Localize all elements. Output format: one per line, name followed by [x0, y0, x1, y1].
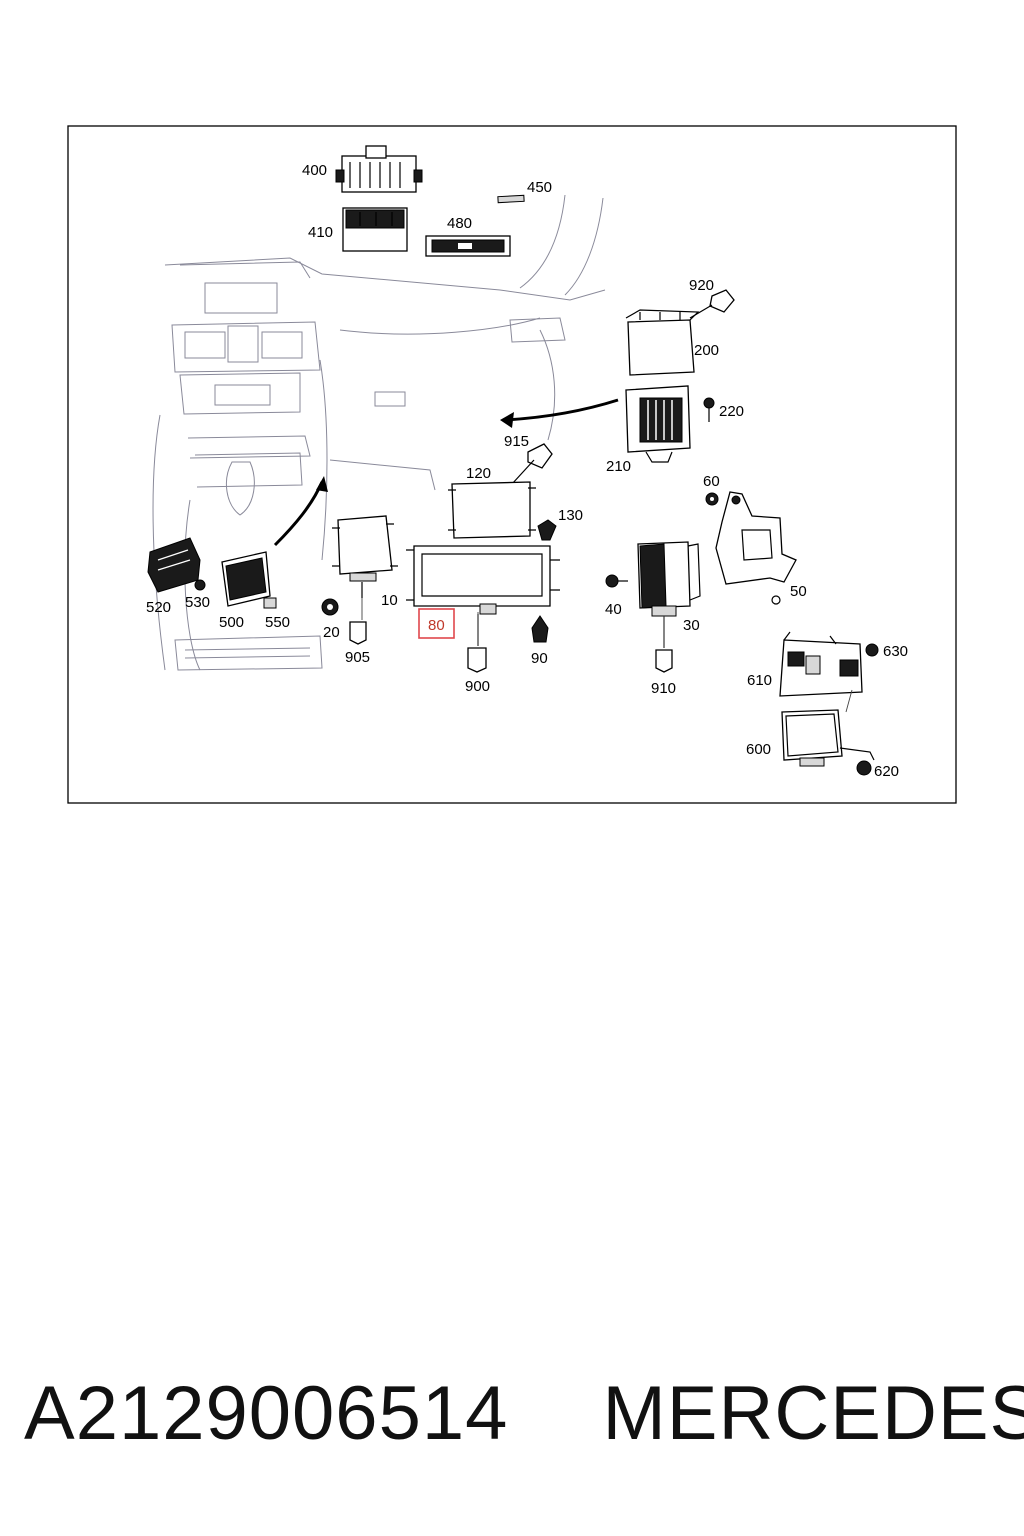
callout-210: 210: [606, 458, 631, 475]
part-90: [531, 615, 549, 643]
part-600: [781, 709, 875, 767]
callout-400: 400: [302, 162, 327, 179]
callout-10: 10: [381, 592, 398, 609]
part-80: [406, 545, 560, 646]
callout-500: 500: [219, 614, 244, 631]
part-410: [342, 207, 408, 252]
callout-220: 220: [719, 403, 744, 420]
callout-520: 520: [146, 599, 171, 616]
callout-915: 915: [504, 433, 529, 450]
flow-arrow-right: [504, 398, 619, 422]
part-610: [779, 631, 863, 697]
part-210: [625, 385, 691, 463]
part-920: [689, 289, 735, 319]
callout-40: 40: [605, 601, 622, 618]
callout-80: 80: [428, 617, 445, 634]
callout-200: 200: [694, 342, 719, 359]
part-630: [865, 643, 879, 657]
callout-480: 480: [447, 215, 472, 232]
callout-60: 60: [703, 473, 720, 490]
part-550: [263, 597, 277, 609]
callout-920: 920: [689, 277, 714, 294]
callout-630: 630: [883, 643, 908, 660]
part-450: [497, 194, 525, 204]
callout-120: 120: [466, 465, 491, 482]
callout-530: 530: [185, 594, 210, 611]
part-number: A2129006514: [24, 1371, 509, 1456]
callout-550: 550: [265, 614, 290, 631]
callout-90: 90: [531, 650, 548, 667]
part-500: [221, 551, 271, 607]
callout-600: 600: [746, 741, 771, 758]
part-50: [715, 491, 797, 605]
callout-30: 30: [683, 617, 700, 634]
callout-450: 450: [527, 179, 552, 196]
callout-900: 900: [465, 678, 490, 695]
callout-130: 130: [558, 507, 583, 524]
part-60: [705, 492, 719, 506]
part-530: [194, 579, 206, 591]
arrowhead-left: [500, 412, 514, 428]
arrowhead-up: [316, 476, 328, 492]
leader-lines: [361, 598, 853, 713]
part-120: [448, 481, 536, 539]
part-915: [511, 443, 553, 485]
diagram-border: [67, 125, 957, 804]
part-10: [332, 515, 398, 598]
part-905: [349, 621, 367, 645]
callout-610: 610: [747, 672, 772, 689]
part-number-caption: A2129006514 MERCEDES: [24, 1370, 1024, 1457]
callout-410: 410: [308, 224, 333, 241]
callout-50: 50: [790, 583, 807, 600]
part-520: [147, 537, 201, 593]
dashboard-outline: [152, 194, 606, 671]
part-200: [625, 309, 700, 376]
callout-910: 910: [651, 680, 676, 697]
brand-name: MERCEDES: [602, 1371, 1024, 1456]
highlight-box: [418, 608, 455, 639]
callout-620: 620: [874, 763, 899, 780]
part-900: [467, 647, 487, 673]
callout-20: 20: [323, 624, 340, 641]
callout-905: 905: [345, 649, 370, 666]
part-400: [335, 145, 423, 193]
part-910: [655, 649, 673, 673]
part-480: [425, 235, 511, 257]
part-40: [605, 574, 628, 588]
part-620: [856, 760, 872, 776]
part-130: [537, 519, 557, 541]
part-20: [321, 598, 339, 616]
part-220: [703, 397, 715, 422]
